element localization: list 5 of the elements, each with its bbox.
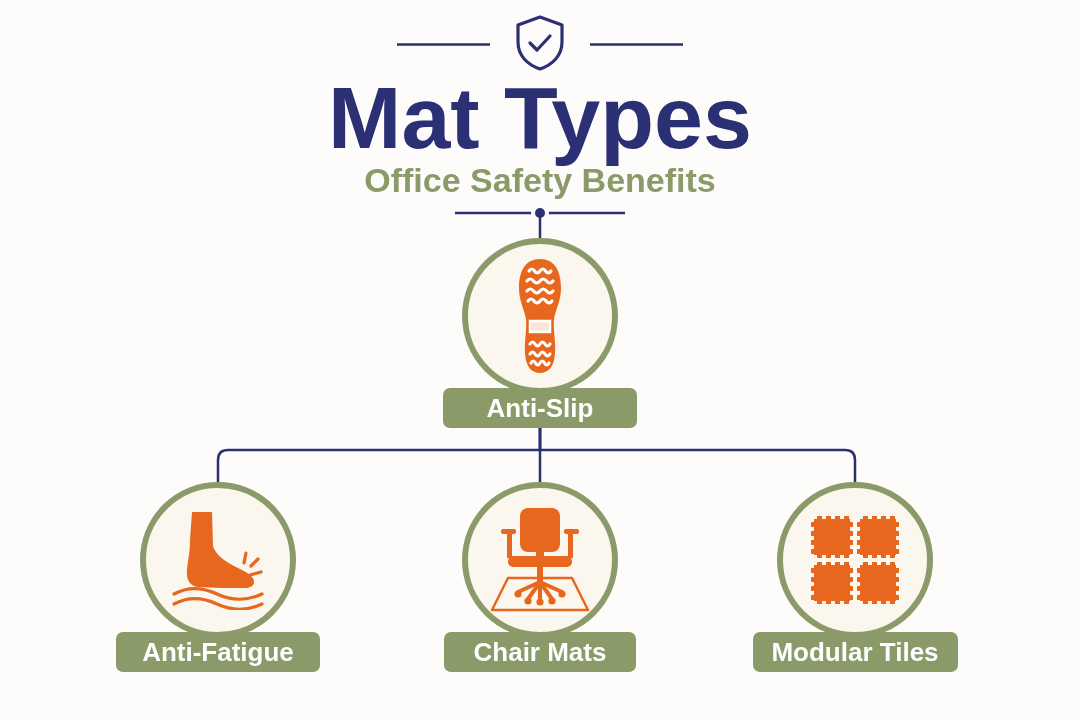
connector-line [538, 428, 857, 482]
category-label: Anti-Fatigue [116, 632, 320, 672]
category-label: Chair Mats [444, 632, 636, 672]
category-label: Modular Tiles [752, 632, 958, 672]
category-label: Anti-Slip [443, 388, 637, 428]
